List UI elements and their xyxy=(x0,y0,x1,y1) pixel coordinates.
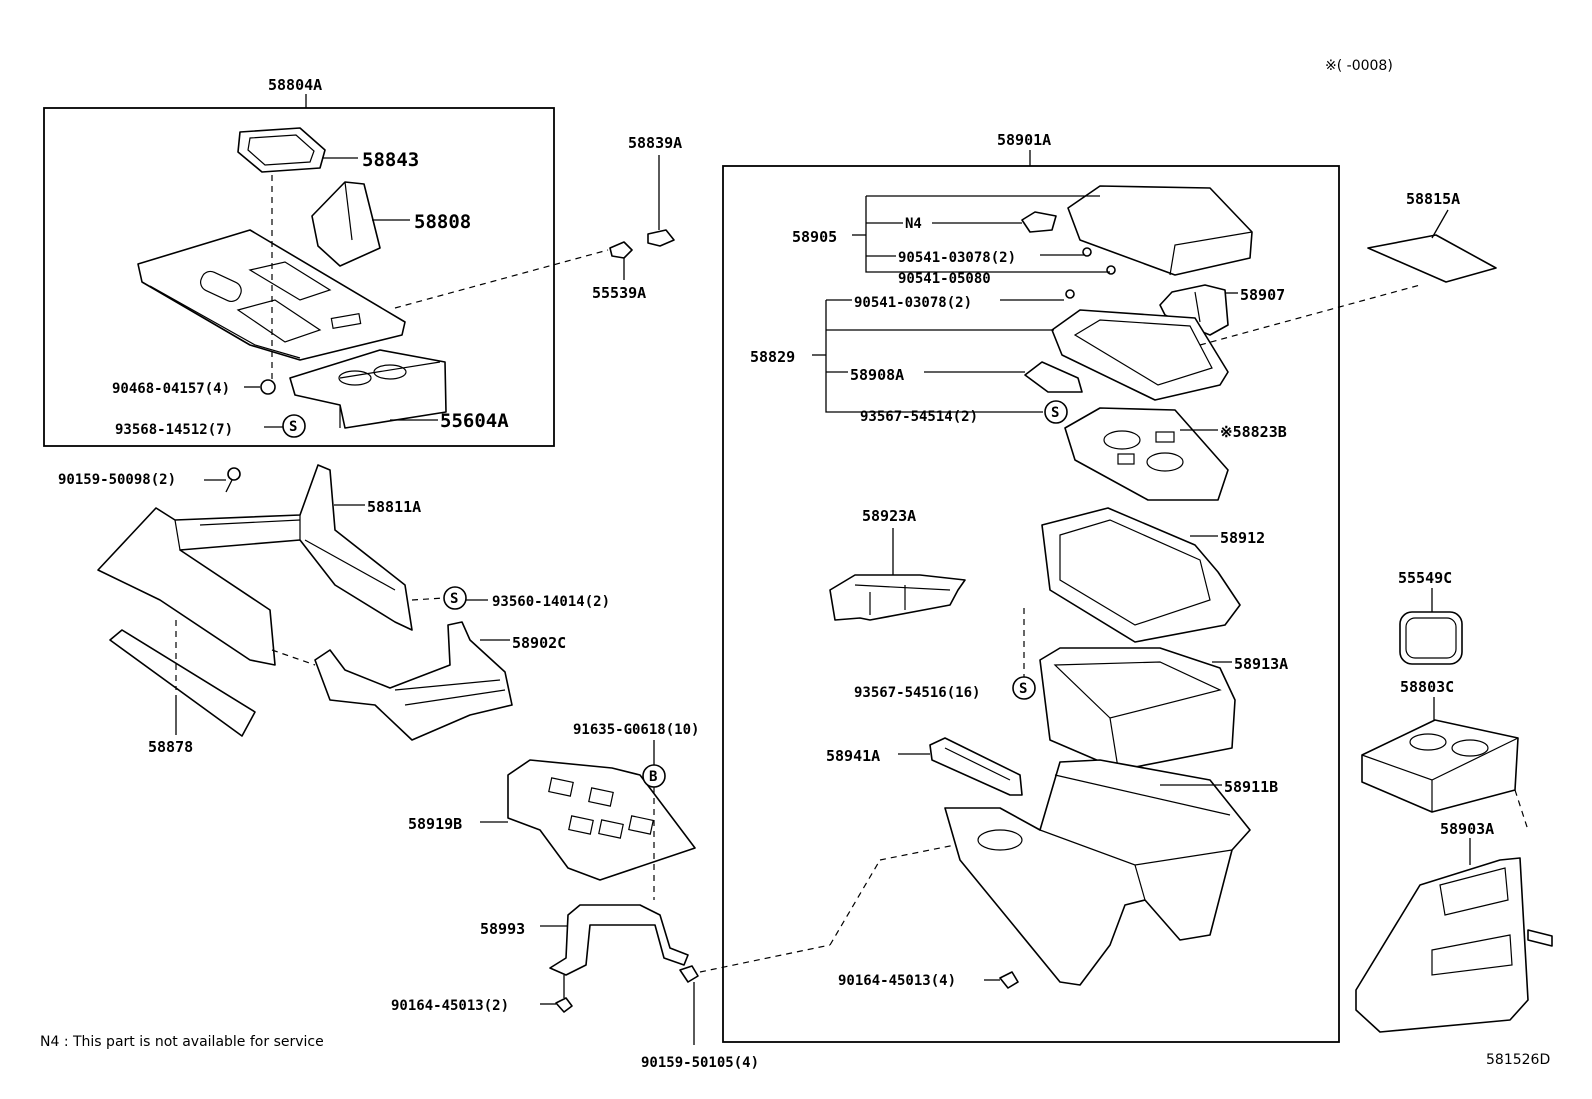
s-symbol-text: S xyxy=(289,419,297,435)
label-58941a: 58941A xyxy=(826,747,880,765)
s-symbol-text-54516: S xyxy=(1019,681,1027,697)
group-frame-58804a xyxy=(43,107,555,447)
clip-90468 xyxy=(260,379,276,395)
label-58803c: 58803C xyxy=(1400,678,1454,696)
label-93560: 93560-14014(2) xyxy=(492,594,610,610)
s-symbol-93568 xyxy=(282,414,306,438)
screw-90541-03078-lid xyxy=(1082,247,1092,257)
label-58823b: ※58823B xyxy=(1220,423,1287,441)
group-frame-58901a xyxy=(722,165,1340,1043)
part-58803c xyxy=(1361,719,1519,813)
footnote: N4 : This part is not available for serv… xyxy=(40,1034,324,1050)
figure-id: 581526D xyxy=(1486,1052,1550,1068)
bolt-90159-50105 xyxy=(679,965,699,1045)
label-58919b: 58919B xyxy=(408,815,462,833)
label-58804a: 58804A xyxy=(268,76,322,94)
part-55549c xyxy=(1399,611,1463,665)
label-58903a: 58903A xyxy=(1440,820,1494,838)
label-58901a: 58901A xyxy=(997,131,1051,149)
label-93567-54516: 93567-54516(16) xyxy=(854,685,980,701)
s-symbol-text-54514: S xyxy=(1051,405,1059,421)
part-58903a xyxy=(1355,857,1553,1033)
part-58905 xyxy=(1067,185,1253,276)
label-58913a: 58913A xyxy=(1234,655,1288,673)
bolt-90164-45013-right xyxy=(999,971,1019,989)
part-n4 xyxy=(1021,211,1057,233)
label-90468: 90468-04157(4) xyxy=(112,381,230,397)
screw-90541-05080 xyxy=(1106,265,1116,275)
part-58919b xyxy=(507,759,696,881)
part-58908a xyxy=(1024,361,1083,393)
label-58993: 58993 xyxy=(480,920,525,938)
label-90164-45013-right: 90164-45013(4) xyxy=(838,973,956,989)
part-58912 xyxy=(1041,507,1241,643)
label-58911b: 58911B xyxy=(1224,778,1278,796)
label-90541-03078-tray: 90541-03078(2) xyxy=(854,295,972,311)
part-58811a xyxy=(97,464,413,666)
label-58912: 58912 xyxy=(1220,529,1265,547)
part-58923a xyxy=(829,574,966,621)
label-55604a: 55604A xyxy=(440,410,509,432)
part-55604a xyxy=(289,349,447,429)
s-symbol-93560 xyxy=(443,586,467,610)
part-58823b xyxy=(1064,407,1229,501)
part-58808 xyxy=(311,181,381,267)
part-58878 xyxy=(109,629,256,737)
s-symbol-93567-54514 xyxy=(1044,400,1068,424)
label-58905: 58905 xyxy=(792,228,837,246)
label-58808: 58808 xyxy=(414,211,471,233)
label-58902c: 58902C xyxy=(512,634,566,652)
screw-90541-03078-tray xyxy=(1065,289,1075,299)
label-58908a: 58908A xyxy=(850,366,904,384)
part-58839a xyxy=(647,229,675,247)
label-90159-50098: 90159-50098(2) xyxy=(58,472,176,488)
b-symbol-text: B xyxy=(649,769,657,785)
label-90541-03078-lid: 90541-03078(2) xyxy=(898,250,1016,266)
label-55539a: 55539A xyxy=(592,284,646,302)
label-58839a: 58839A xyxy=(628,134,682,152)
label-93568: 93568-14512(7) xyxy=(115,422,233,438)
part-58804a-panel xyxy=(137,229,406,361)
part-58911b xyxy=(944,759,1251,986)
bolt-90159-50098 xyxy=(225,467,241,493)
label-90159-50105: 90159-50105(4) xyxy=(641,1055,759,1071)
label-58878: 58878 xyxy=(148,738,193,756)
part-58843 xyxy=(237,127,326,173)
s-symbol-text-93560: S xyxy=(450,591,458,607)
label-58907: 58907 xyxy=(1240,286,1285,304)
part-55539a xyxy=(609,241,633,259)
part-58941a xyxy=(929,737,1023,796)
label-58815a: 58815A xyxy=(1406,190,1460,208)
corner-note: ※( -0008) xyxy=(1325,58,1393,74)
part-58815a xyxy=(1367,234,1497,283)
label-58829: 58829 xyxy=(750,348,795,366)
label-58923a: 58923A xyxy=(862,507,916,525)
label-91635: 91635-G0618(10) xyxy=(573,722,699,738)
label-90164-45013-left: 90164-45013(2) xyxy=(391,998,509,1014)
label-58811a: 58811A xyxy=(367,498,421,516)
label-93567-54514: 93567-54514(2) xyxy=(860,409,978,425)
part-58993 xyxy=(549,904,689,976)
part-58829 xyxy=(1051,309,1229,401)
part-58902c xyxy=(314,621,513,741)
part-58913a xyxy=(1039,647,1236,771)
label-58843: 58843 xyxy=(362,149,419,171)
label-90541-05080: 90541-05080 xyxy=(898,271,991,287)
label-n4: N4 xyxy=(905,216,922,232)
bolt-90164-45013-left xyxy=(555,975,573,1013)
label-55549c: 55549C xyxy=(1398,569,1452,587)
